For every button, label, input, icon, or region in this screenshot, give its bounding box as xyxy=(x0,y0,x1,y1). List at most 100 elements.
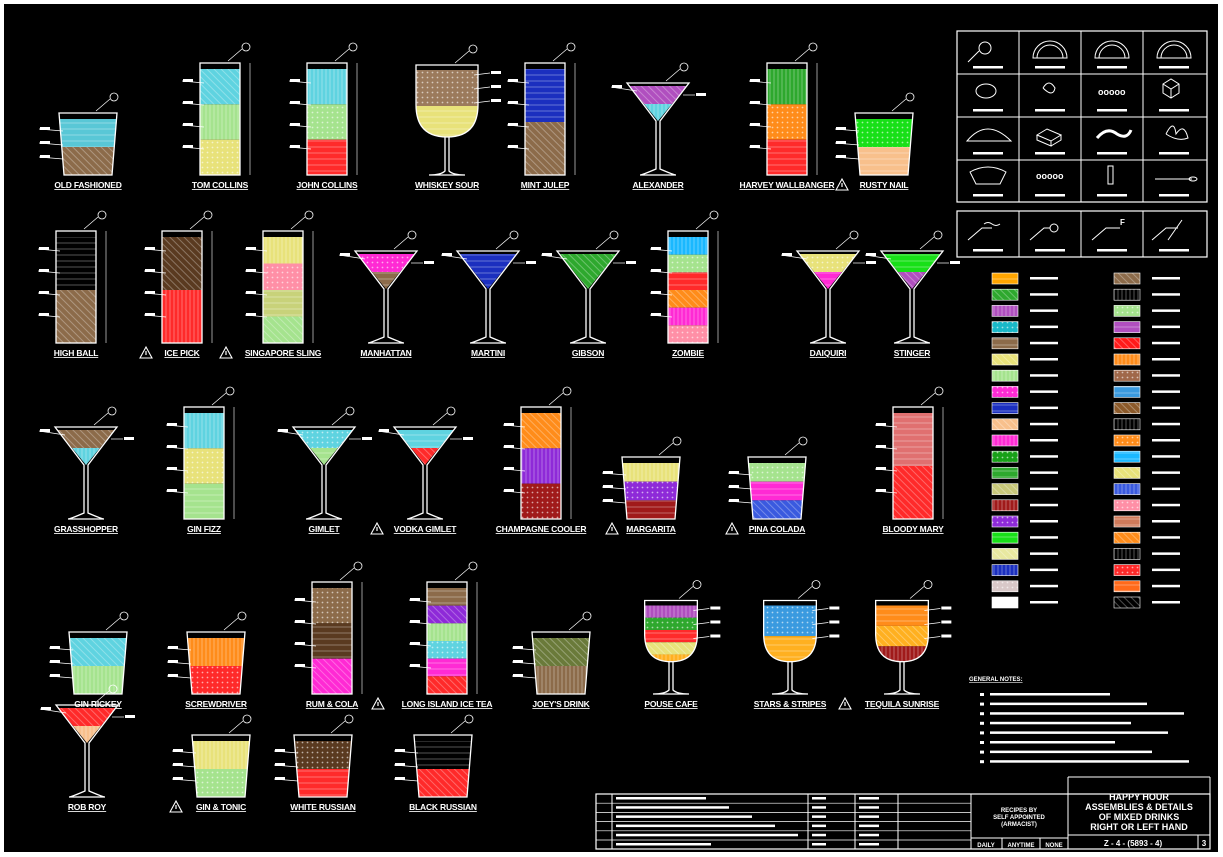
legend-row xyxy=(991,483,1180,495)
legend-row xyxy=(991,402,1180,414)
legend-row xyxy=(991,418,1180,431)
legend-row xyxy=(991,386,1180,398)
drink-label: SCREWDRIVER xyxy=(185,699,247,709)
drink-label: RUSTY NAIL xyxy=(860,180,909,190)
drink-long-island-ice-tea: LONG ISLAND ICE TEA xyxy=(371,561,493,710)
drink-gibson: GIBSON xyxy=(540,230,636,358)
drink-pouse-cafe: POUSE CAFE xyxy=(644,580,721,709)
legend-row xyxy=(991,596,1180,609)
recipe-credit-line-3: (ARMACIST) xyxy=(1001,822,1037,828)
legend-row xyxy=(991,369,1180,382)
legend-row xyxy=(991,434,1180,447)
drink-black-russian: BLACK RUSSIAN xyxy=(393,714,477,812)
drink-tom-collins: TOM COLLINS xyxy=(181,42,251,190)
drink-label: MARGARITA xyxy=(626,524,676,534)
drink-label: GIN & TONIC xyxy=(196,802,246,812)
legend-row xyxy=(991,353,1180,366)
drink-label: MANHATTAN xyxy=(360,348,411,358)
drink-stinger: STINGER xyxy=(864,230,960,358)
drink-label: MINT JULEP xyxy=(521,180,570,190)
legend-row xyxy=(991,515,1180,528)
drink-gin-tonic: GIN & TONIC xyxy=(169,714,252,813)
drink-grasshopper: GRASSHOPPER xyxy=(38,406,134,534)
drink-grid: OLD FASHIONED TOM COLLINS JOHN COLLINS WHIS… xyxy=(37,42,960,813)
drink-manhattan: MANHATTAN xyxy=(338,230,434,358)
sheet-title-line-3: OF MIXED DRINKS xyxy=(1099,812,1180,822)
color-legend xyxy=(991,272,1180,609)
title-block: RECIPES BY SELF APPOINTED (ARMACIST) HAP… xyxy=(595,776,1211,850)
sheet-number: 3 xyxy=(1202,839,1207,848)
legend-row xyxy=(991,321,1180,333)
drink-daiquiri: DAIQUIRI xyxy=(780,230,876,358)
drink-pina-colada: PINA COLADA xyxy=(725,436,808,535)
drink-label: ROB ROY xyxy=(68,802,107,812)
code-value: NONE xyxy=(1045,843,1062,849)
drink-screwdriver: SCREWDRIVER xyxy=(166,611,247,709)
drink-label: DAIQUIRI xyxy=(810,348,847,358)
drink-label: LONG ISLAND ICE TEA xyxy=(402,699,493,709)
drink-label: GIN RICKEY xyxy=(74,699,122,709)
drink-margarita: MARGARITA xyxy=(601,436,682,535)
drink-label: WHITE RUSSIAN xyxy=(290,802,355,812)
drink-singapore-sling: SINGAPORE SLING xyxy=(219,210,322,359)
drink-label: JOHN COLLINS xyxy=(297,180,358,190)
legend-row xyxy=(991,499,1180,512)
legend-row xyxy=(991,272,1180,285)
drink-label: STINGER xyxy=(894,348,930,358)
symbol-table: ooooo ooooo xyxy=(956,30,1208,252)
drink-label: VODKA GIMLET xyxy=(394,524,457,534)
legend-row xyxy=(991,531,1180,544)
drink-whiskey-sour: WHISKEY SOUR xyxy=(415,44,501,190)
drink-label: MARTINI xyxy=(471,348,505,358)
drink-label: GIBSON xyxy=(572,348,604,358)
drink-label: GIN FIZZ xyxy=(187,524,221,534)
drink-rum-cola: RUM & COLA xyxy=(293,561,363,709)
drink-label: RUM & COLA xyxy=(306,699,358,709)
svg-text:ooooo: ooooo xyxy=(1098,87,1126,97)
scale-value: ANYTIME xyxy=(1008,843,1035,849)
legend-row xyxy=(991,548,1180,560)
drink-high-ball: HIGH BALL xyxy=(37,210,107,358)
drink-label: OLD FASHIONED xyxy=(54,180,121,190)
drink-vodka-gimlet: VODKA GIMLET xyxy=(370,406,473,535)
drink-label: SINGAPORE SLING xyxy=(245,348,322,358)
legend-row xyxy=(991,288,1180,301)
legend-row xyxy=(991,564,1180,576)
drink-gimlet: GIMLET xyxy=(276,406,372,534)
drink-old-fashioned: OLD FASHIONED xyxy=(38,92,122,190)
drink-tequila-sunrise: TEQUILA SUNRISE xyxy=(838,580,952,710)
marker-table: F xyxy=(956,210,1208,258)
tag-marker-f: F xyxy=(1120,218,1125,227)
drink-label: POUSE CAFE xyxy=(644,699,698,709)
drink-martini: MARTINI xyxy=(440,230,536,358)
drink-stars-stripes: STARS & STRIPES xyxy=(754,580,840,709)
general-notes: GENERAL NOTES: xyxy=(969,677,1189,764)
recipe-credit-line-1: RECIPES BY xyxy=(1001,808,1037,814)
drink-label: TEQUILA SUNRISE xyxy=(865,699,940,709)
drink-label: PINA COLADA xyxy=(749,524,806,534)
legend-row xyxy=(991,450,1180,463)
drawing-number: Z - 4 - (5893 - 4) xyxy=(1104,839,1163,848)
date-value: DAILY xyxy=(977,843,994,849)
drink-john-collins: JOHN COLLINS xyxy=(288,42,358,190)
sheet-title-line-1: HAPPY HOUR xyxy=(1109,792,1169,802)
drink-mint-julep: MINT JULEP xyxy=(506,42,576,190)
drink-ice-pick: ICE PICK xyxy=(139,210,213,359)
recipe-credit-line-2: SELF APPOINTED xyxy=(993,815,1045,821)
drink-label: ZOMBIE xyxy=(672,348,704,358)
drink-label: ALEXANDER xyxy=(632,180,683,190)
drink-bloody-mary: BLOODY MARY xyxy=(874,386,944,534)
drink-label: CHAMPAGNE COOLER xyxy=(496,524,587,534)
drink-gin-fizz: GIN FIZZ xyxy=(165,386,235,534)
drink-harvey-wallbanger: HARVEY WALLBANGER xyxy=(740,42,835,190)
drink-label: HIGH BALL xyxy=(54,348,98,358)
legend-row xyxy=(991,337,1180,350)
drink-gin-rickey: GIN RICKEY xyxy=(48,611,129,709)
drink-champagne-cooler: CHAMPAGNE COOLER xyxy=(496,386,587,534)
legend-row xyxy=(991,305,1180,317)
drink-label: GRASSHOPPER xyxy=(54,524,118,534)
drink-rusty-nail: RUSTY NAIL xyxy=(834,92,915,191)
drink-label: ICE PICK xyxy=(164,348,200,358)
